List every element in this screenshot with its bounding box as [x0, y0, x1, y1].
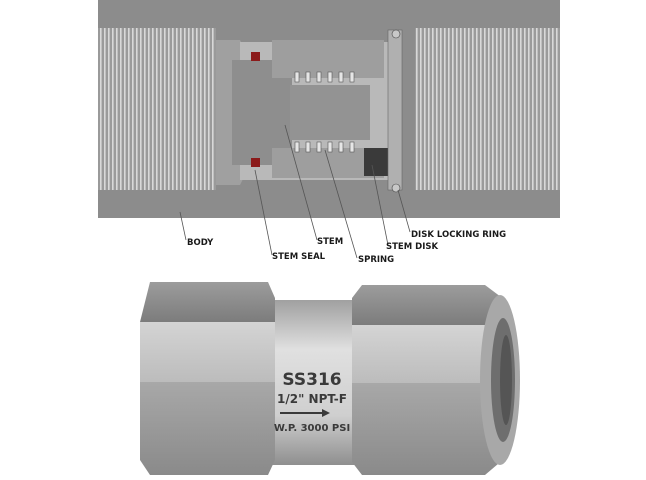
stem-disk: [364, 148, 388, 176]
marking-material: SS316: [282, 370, 341, 390]
label-stem-disk: STEM DISK: [386, 242, 438, 252]
spring: [294, 71, 355, 153]
flow-arrow-icon: [280, 409, 330, 417]
label-stem: STEM: [317, 237, 343, 247]
check-valve-fitting: [140, 282, 520, 475]
label-stem-seal: STEM SEAL: [272, 252, 326, 262]
leader-lines: [179, 124, 411, 259]
label-body: BODY: [187, 238, 214, 248]
marking-size: 1/2" NPT-F: [277, 392, 347, 406]
stem-seal-top: [251, 52, 260, 61]
left-hex: [140, 282, 275, 475]
cross-section: [98, 0, 560, 218]
disk-locking-ring: [391, 29, 401, 39]
right-hex: [352, 285, 505, 475]
center-body: [265, 300, 360, 465]
right-thread: [415, 28, 560, 190]
label-disk-locking-ring: DISK LOCKING RING: [411, 230, 506, 240]
left-thread: [98, 28, 216, 190]
stem-seal-bottom: [251, 158, 260, 167]
marking-pressure: W.P. 3000 PSI: [274, 423, 350, 434]
label-spring: SPRING: [358, 255, 394, 265]
